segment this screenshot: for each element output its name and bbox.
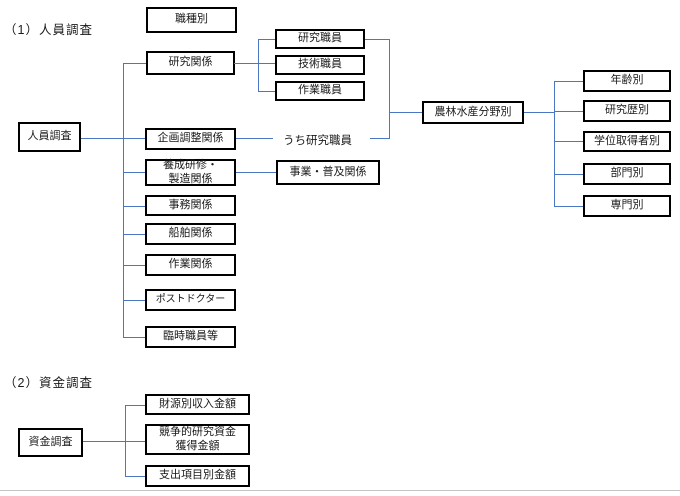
node-postdoc-label: ポストドクター bbox=[155, 293, 226, 305]
node-funding-root-label: 資金調査 bbox=[28, 435, 73, 448]
connector-branch-research-history bbox=[554, 111, 583, 112]
connector-root-to-planning bbox=[81, 138, 145, 139]
node-by-age-label: 年齢別 bbox=[610, 74, 644, 87]
node-funding-root: 資金調査 bbox=[18, 428, 83, 457]
node-expenditure-by-item: 支出項目別金額 bbox=[145, 465, 250, 487]
connector-research-staff-right bbox=[365, 39, 389, 40]
section1-heading: （1）人員調査 bbox=[4, 23, 93, 37]
connector-training-to-business bbox=[236, 172, 276, 173]
node-planning-coordination: 企画調整関係 bbox=[145, 128, 236, 150]
connector-branch-administration bbox=[123, 206, 145, 207]
node-income-by-source: 財源別収入金額 bbox=[145, 394, 250, 415]
connector-funding-root bbox=[83, 441, 145, 442]
node-administration-label: 事務関係 bbox=[168, 198, 213, 211]
bottom-divider-line bbox=[0, 490, 680, 491]
connector-text-to-vertical bbox=[370, 138, 389, 139]
node-work-staff-label: 作業職員 bbox=[298, 84, 342, 97]
connector-vertical-to-agri bbox=[389, 39, 390, 139]
node-ship-label: 船舶関係 bbox=[168, 227, 213, 240]
node-income-by-source-label: 財源別収入金額 bbox=[159, 397, 236, 410]
node-by-specialty-label: 専門別 bbox=[610, 199, 644, 212]
connector-branch-training bbox=[123, 172, 145, 173]
node-by-division-label: 部門別 bbox=[610, 167, 644, 180]
connector-branch-specialty bbox=[554, 206, 583, 207]
node-business-extension-label: 事業・普及関係 bbox=[289, 165, 367, 178]
node-by-degree-label: 学位取得者別 bbox=[594, 134, 660, 147]
node-agri-field: 農林水産分野別 bbox=[422, 101, 524, 124]
text-of-which-research-staff: うち研究職員 bbox=[283, 135, 352, 147]
connector-branch-age bbox=[554, 81, 583, 82]
node-research-staff-label: 研究職員 bbox=[298, 32, 342, 45]
node-work-relation: 作業関係 bbox=[145, 254, 236, 276]
node-by-age: 年齢別 bbox=[583, 70, 671, 92]
connector-branch-income bbox=[125, 405, 145, 406]
node-competitive-funds-label-line1: 競争的研究資金 bbox=[159, 425, 236, 438]
node-planning-coordination-label: 企画調整関係 bbox=[157, 132, 224, 145]
connector-trunk-staff bbox=[258, 39, 259, 92]
connector-trunk-personnel bbox=[123, 63, 124, 337]
node-postdoc: ポストドクター bbox=[145, 289, 236, 311]
node-business-extension: 事業・普及関係 bbox=[276, 160, 380, 185]
connector-branch-temporary bbox=[123, 337, 145, 338]
connector-trunk-funding bbox=[125, 405, 126, 477]
connector-research-relation-to-staff bbox=[234, 63, 275, 64]
connector-branch-work-staff bbox=[258, 91, 275, 92]
connector-planning-to-text bbox=[236, 138, 273, 139]
connector-branch-expenditure bbox=[125, 476, 145, 477]
node-temporary-staff-label: 臨時職員等 bbox=[163, 330, 218, 343]
node-personnel-root-label: 人員調査 bbox=[27, 130, 72, 143]
section2-heading: （2）資金調査 bbox=[4, 376, 93, 390]
node-by-division: 部門別 bbox=[583, 163, 671, 185]
node-by-research-history-label: 研究歴別 bbox=[605, 104, 649, 117]
connector-branch-work-relation bbox=[123, 265, 145, 266]
node-personnel-root: 人員調査 bbox=[18, 122, 81, 152]
node-administration: 事務関係 bbox=[145, 195, 236, 216]
node-agri-field-label: 農林水産分野別 bbox=[434, 105, 512, 118]
connector-branch-ship bbox=[123, 234, 145, 235]
node-research-relation: 研究関係 bbox=[146, 51, 235, 75]
connector-branch-division bbox=[554, 174, 583, 175]
connector-branch-degree bbox=[554, 141, 583, 142]
node-training-manufacturing: 養成研修・ 製造関係 bbox=[145, 159, 236, 186]
node-job-type: 職種別 bbox=[146, 7, 237, 33]
node-competitive-funds: 競争的研究資金 獲得金額 bbox=[145, 424, 250, 455]
node-by-research-history: 研究歴別 bbox=[583, 100, 671, 122]
node-technical-staff: 技術職員 bbox=[275, 55, 365, 75]
node-job-type-label: 職種別 bbox=[175, 13, 208, 26]
node-work-relation-label: 作業関係 bbox=[168, 258, 213, 271]
node-expenditure-by-item-label: 支出項目別金額 bbox=[159, 469, 236, 482]
node-research-relation-label: 研究関係 bbox=[168, 56, 213, 69]
connector-to-agri-field bbox=[389, 112, 422, 113]
connector-branch-research-relation bbox=[123, 63, 146, 64]
node-training-manufacturing-label-line1: 養成研修・ bbox=[163, 158, 218, 171]
connector-branch-postdoc bbox=[123, 300, 145, 301]
node-competitive-funds-label-line2: 獲得金額 bbox=[175, 439, 220, 452]
connector-agri-right bbox=[524, 112, 554, 113]
node-training-manufacturing-label-line2: 製造関係 bbox=[168, 172, 213, 185]
node-ship: 船舶関係 bbox=[145, 223, 236, 245]
node-work-staff: 作業職員 bbox=[275, 81, 365, 101]
connector-trunk-agri bbox=[554, 81, 555, 207]
node-technical-staff-label: 技術職員 bbox=[298, 58, 342, 71]
node-research-staff: 研究職員 bbox=[275, 29, 365, 49]
connector-branch-research-staff bbox=[258, 39, 275, 40]
node-temporary-staff: 臨時職員等 bbox=[145, 326, 236, 348]
node-by-specialty: 専門別 bbox=[583, 195, 671, 217]
node-by-degree: 学位取得者別 bbox=[583, 131, 671, 152]
